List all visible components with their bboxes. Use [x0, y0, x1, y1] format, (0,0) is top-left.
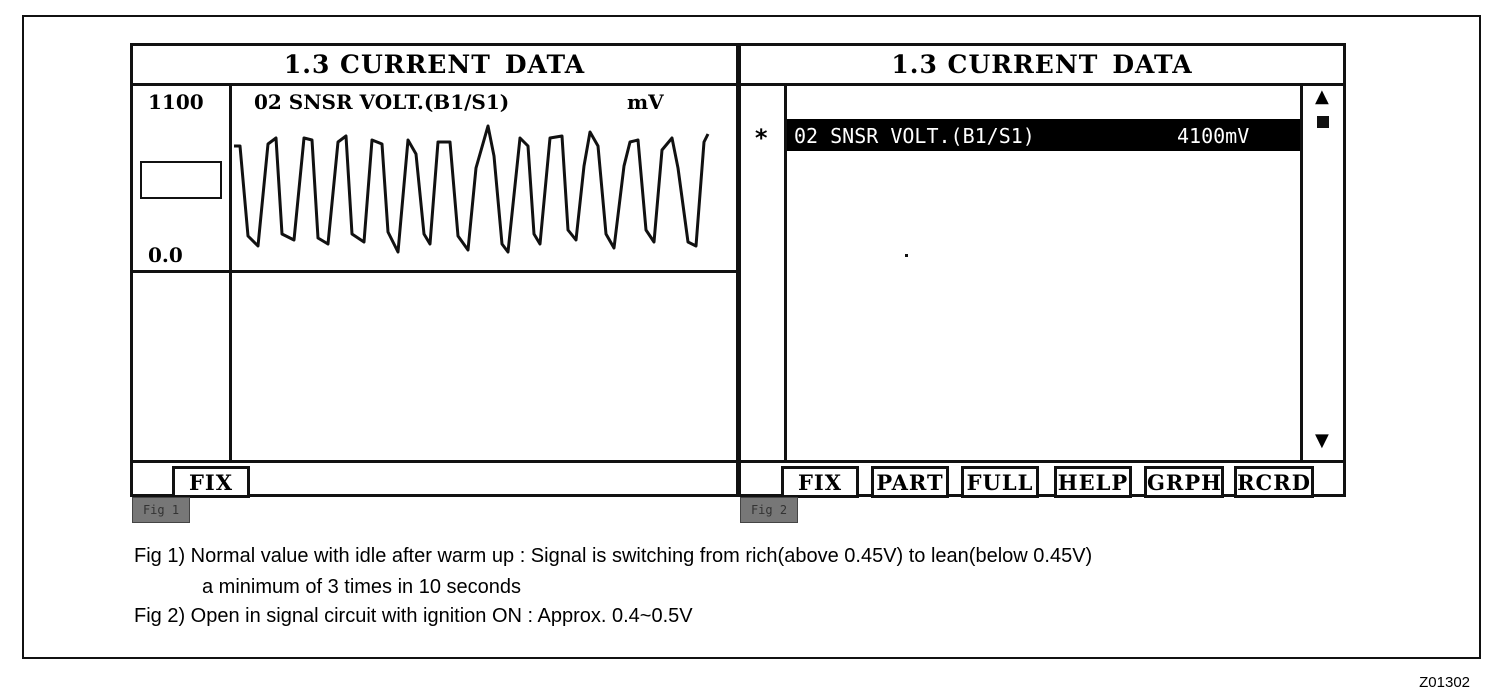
grph-button[interactable]: GRPH	[1144, 466, 1224, 498]
current-data-list-panel: 1.3 CURRENT DATA * 02 SNSR VOLT.(B1/S1) 4…	[738, 43, 1346, 498]
scale-max-label: 1100	[148, 90, 204, 114]
scroll-up-icon[interactable]: ▲	[1315, 86, 1329, 107]
o2-sensor-waveform	[234, 124, 710, 254]
fix-button[interactable]: FIX	[172, 466, 250, 498]
figure-frame	[22, 15, 1481, 659]
fig1-tag: Fig 1	[132, 497, 190, 523]
scroll-thumb[interactable]	[1317, 116, 1329, 128]
panel-title-part2: DATA	[504, 50, 586, 79]
selected-marker: *	[754, 124, 769, 152]
rcrd-button[interactable]: RCRD	[1234, 466, 1314, 498]
current-data-graph-panel: 1.3 CURRENT DATA 1100 0.0 02 SNSR VOLT.(B…	[130, 43, 739, 498]
marker-column-divider	[784, 86, 787, 460]
caption-line-2: a minimum of 3 times in 10 seconds	[202, 576, 522, 598]
footer-divider	[133, 460, 736, 463]
column-divider	[229, 86, 232, 460]
sensor-label: 02 SNSR VOLT.(B1/S1)	[254, 90, 510, 114]
fig2-tag: Fig 2	[740, 497, 798, 523]
part-button[interactable]: PART	[871, 466, 949, 498]
help-button[interactable]: HELP	[1054, 466, 1132, 498]
value-box	[140, 161, 222, 199]
footer-divider	[741, 460, 1343, 463]
row-value: 4100mV	[1177, 124, 1250, 148]
fix-button[interactable]: FIX	[781, 466, 859, 498]
full-button[interactable]: FULL	[961, 466, 1039, 498]
dot-speck	[905, 254, 908, 257]
data-row-selected[interactable]: 02 SNSR VOLT.(B1/S1) 4100mV	[787, 119, 1300, 151]
scroll-down-icon[interactable]: ▼	[1315, 430, 1329, 451]
panel-title: 1.3 CURRENT DATA	[741, 46, 1343, 86]
panel-title-part1: 1.3 CURRENT	[283, 50, 491, 79]
panel-title: 1.3 CURRENT DATA	[133, 46, 736, 86]
panel-title-part1: 1.3 CURRENT	[891, 50, 1099, 79]
scale-min-label: 0.0	[148, 243, 183, 267]
unit-label: mV	[627, 90, 664, 114]
figure-id: Z01302	[1419, 674, 1470, 691]
caption-line-1: Fig 1) Normal value with idle after warm…	[134, 545, 1093, 567]
panel-title-part2: DATA	[1112, 50, 1193, 79]
row-divider	[133, 270, 736, 273]
row-label: 02 SNSR VOLT.(B1/S1)	[794, 124, 1035, 148]
scrollbar-divider	[1300, 86, 1303, 460]
caption-line-3: Fig 2) Open in signal circuit with ignit…	[134, 605, 693, 627]
